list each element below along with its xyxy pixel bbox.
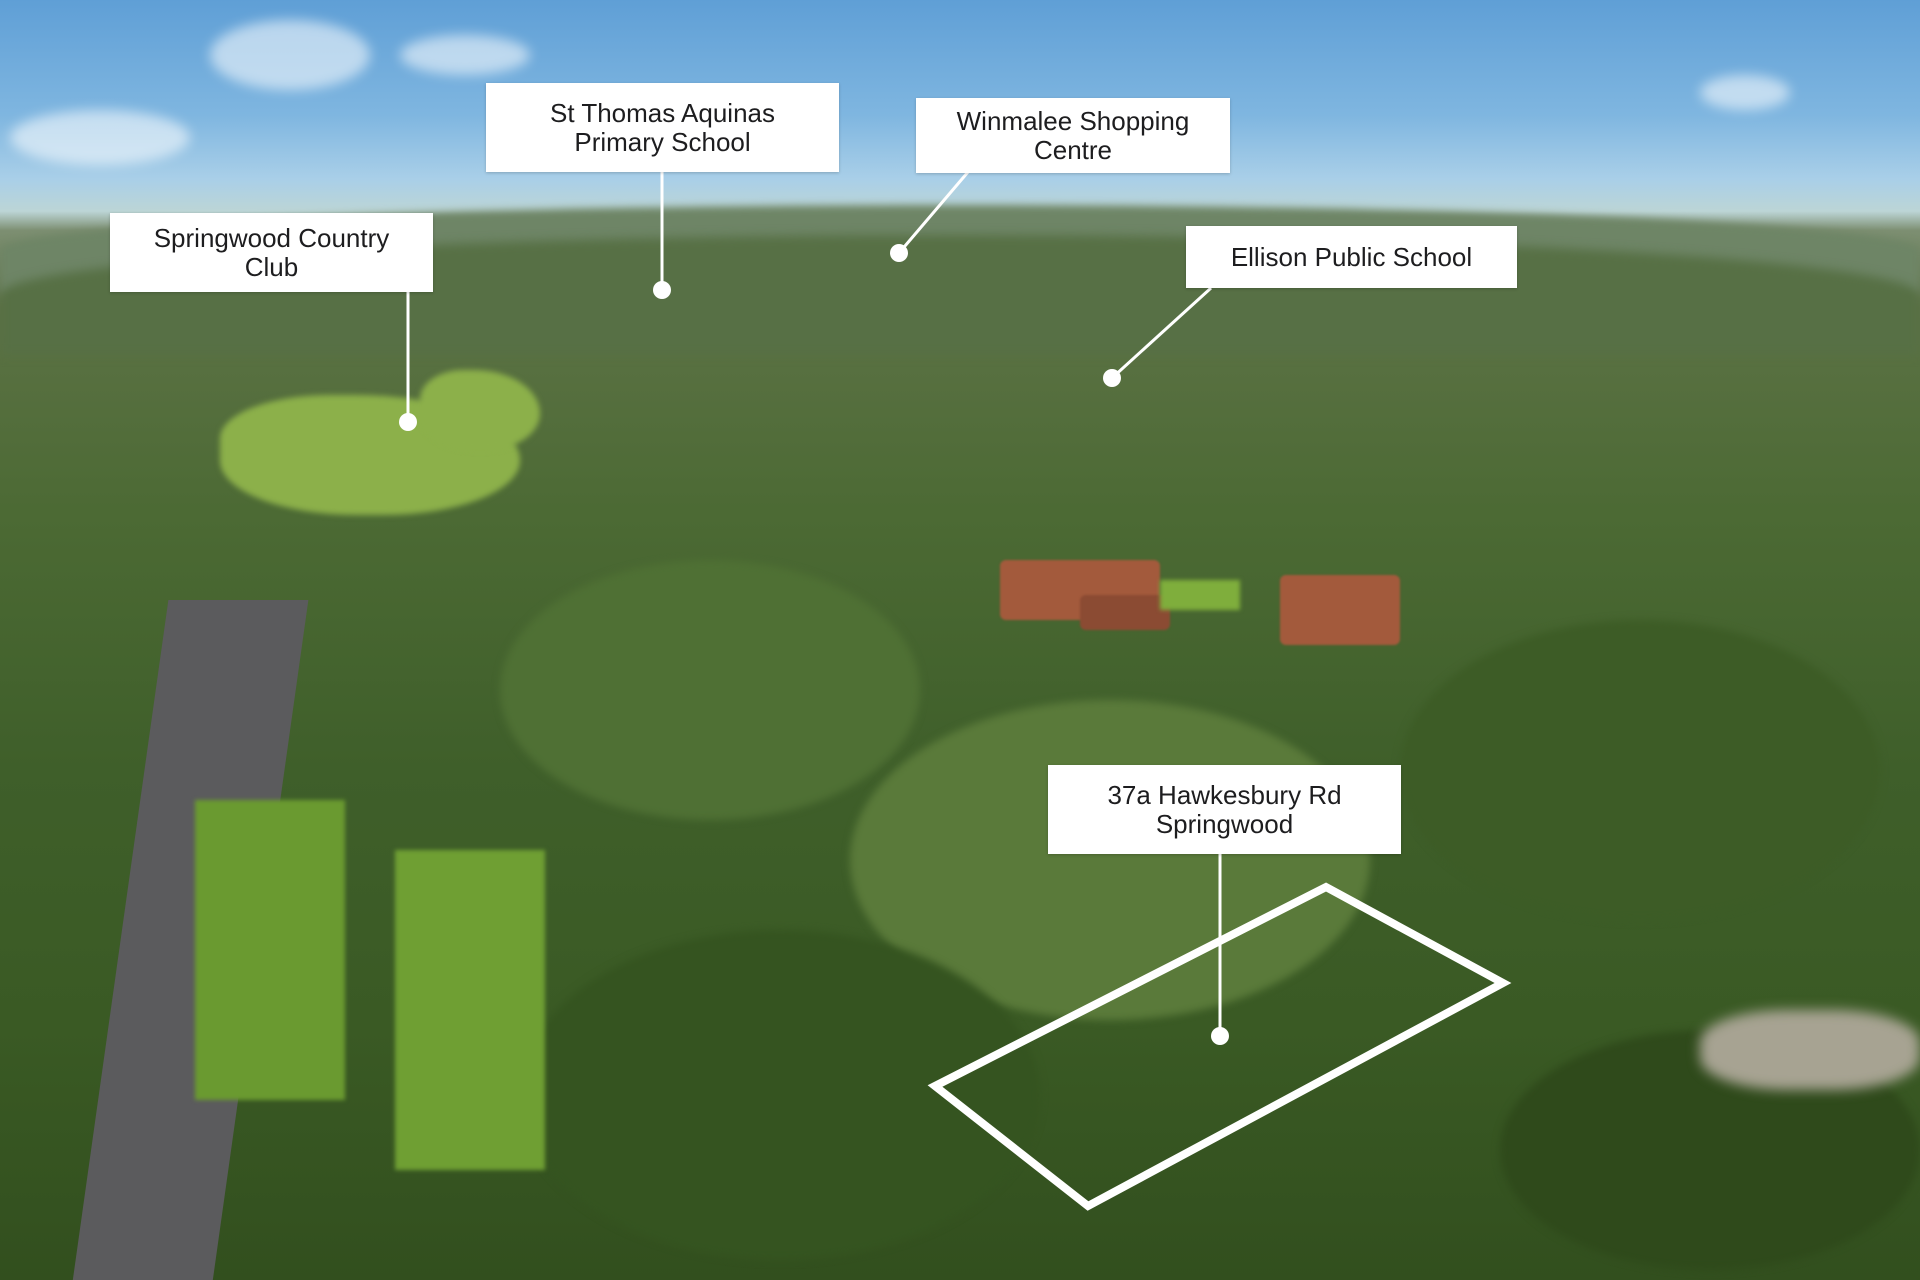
label-springwood-country-club: Springwood Country Club [110,213,433,292]
label-ellison-public-school: Ellison Public School [1186,226,1517,288]
location-marker [1211,1027,1229,1045]
building-cluster [1080,595,1170,630]
property-boundary [927,882,1512,1211]
building-cluster [1280,575,1400,645]
cloud [10,110,190,165]
golf-course [420,370,540,450]
tree-canopy [1400,620,1880,920]
lawn [195,800,345,1100]
tree-canopy [500,560,920,820]
location-marker [1103,369,1121,387]
clearing [1700,1010,1920,1090]
lawn [395,850,545,1170]
cloud [1700,75,1790,110]
label-property-address: 37a Hawkesbury Rd Springwood [1048,765,1401,854]
label-st-thomas-aquinas: St Thomas Aquinas Primary School [486,83,839,172]
cloud [400,35,530,75]
location-marker [653,281,671,299]
location-marker [890,244,908,262]
tree-canopy [520,930,1040,1260]
leader-line [1110,286,1213,380]
cloud [210,20,370,90]
label-winmalee-shopping-centre: Winmalee Shopping Centre [916,98,1230,173]
location-marker [399,413,417,431]
leader-line [897,171,970,254]
lawn [1160,580,1240,610]
